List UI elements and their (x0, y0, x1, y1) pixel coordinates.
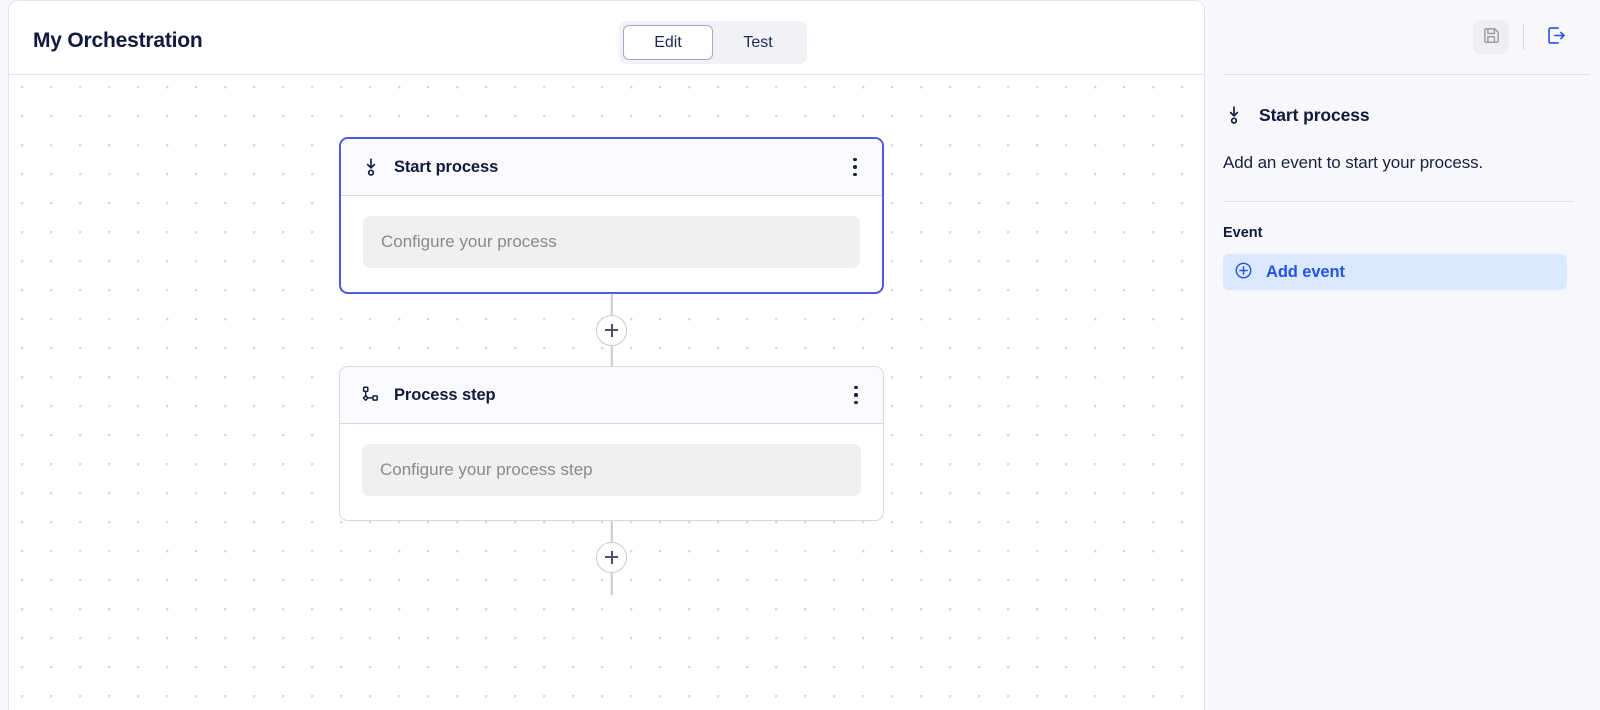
add-event-label: Add event (1266, 262, 1345, 281)
node-start-process[interactable]: Start process Configure your process (339, 137, 884, 294)
panel-section-divider (1223, 201, 1574, 202)
add-event-button[interactable]: Add event (1223, 254, 1567, 290)
node-start-process-placeholder[interactable]: Configure your process (363, 216, 860, 268)
toolbar-divider (1523, 24, 1524, 50)
tab-switcher: Edit Test (619, 21, 807, 64)
panel-description: Add an event to start your process. (1223, 153, 1484, 172)
exit-button[interactable] (1538, 20, 1574, 54)
panel-body: Start process Add an event to start your… (1205, 74, 1600, 290)
arrow-down-to-circle-icon (1223, 104, 1245, 126)
panel-toolbar (1205, 0, 1600, 74)
panel-header: Start process (1223, 104, 1574, 126)
page-title: My Orchestration (33, 29, 203, 52)
connector-1-plus-icon[interactable] (596, 314, 627, 346)
node-start-process-title: Start process (394, 157, 499, 176)
connector-2 (339, 519, 884, 595)
panel-title: Start process (1259, 104, 1370, 125)
node-process-step-kebab-menu-icon[interactable] (843, 380, 869, 410)
process-branch-icon (360, 384, 382, 406)
node-start-process-header: Start process (341, 139, 882, 196)
editor-toolbar: My Orchestration Edit Test (9, 1, 1204, 75)
editor-card: My Orchestration Edit Test (8, 0, 1205, 710)
plus-circle-icon (1234, 261, 1253, 283)
connector-1 (339, 292, 884, 368)
flow-canvas[interactable]: Start process Configure your process (9, 75, 1204, 710)
node-process-step-placeholder[interactable]: Configure your process step (362, 444, 861, 496)
properties-panel: Start process Add an event to start your… (1205, 0, 1600, 710)
node-process-step[interactable]: Process step Configure your process step (339, 366, 884, 521)
node-process-step-header: Process step (340, 367, 883, 424)
panel-section-label-event: Event (1223, 225, 1263, 241)
save-button[interactable] (1473, 20, 1509, 54)
node-start-process-body: Configure your process (341, 196, 882, 292)
exit-arrow-icon (1546, 25, 1567, 49)
flow-graph: Start process Configure your process (339, 137, 884, 595)
tab-edit[interactable]: Edit (623, 25, 713, 60)
arrow-down-to-circle-icon (360, 156, 382, 178)
node-start-process-kebab-menu-icon[interactable] (842, 152, 868, 182)
panel-top-divider (1223, 74, 1590, 75)
node-process-step-title: Process step (394, 385, 496, 404)
connector-2-plus-icon[interactable] (596, 541, 627, 573)
tab-test[interactable]: Test (713, 25, 803, 60)
node-process-step-body: Configure your process step (340, 424, 883, 520)
save-floppy-icon (1482, 26, 1501, 48)
